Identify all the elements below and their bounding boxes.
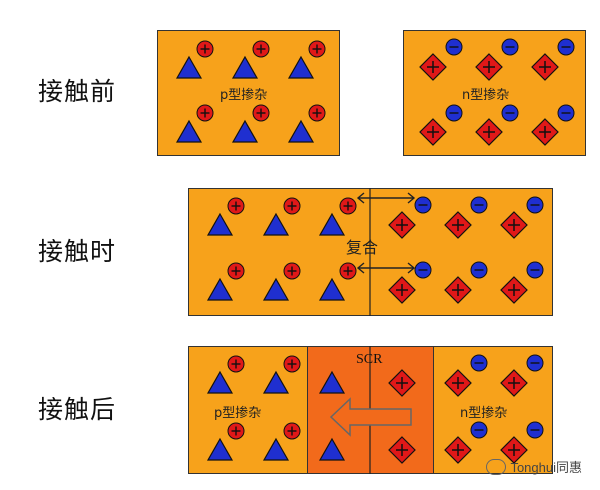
electron — [501, 104, 519, 122]
donor-ion — [444, 436, 472, 464]
electron — [470, 354, 488, 372]
acceptor-ion — [263, 438, 289, 461]
acceptor-ion — [319, 278, 345, 301]
electric-field-arrow — [329, 397, 412, 437]
hole — [283, 262, 301, 280]
acceptor-ion — [263, 278, 289, 301]
hole — [308, 40, 326, 58]
hole — [196, 104, 214, 122]
electron — [414, 261, 432, 279]
acceptor-ion — [207, 371, 233, 394]
electron — [470, 421, 488, 439]
acceptor-ion — [232, 120, 258, 143]
p-contact-carriers — [207, 197, 357, 301]
hole — [283, 197, 301, 215]
donor-ion — [531, 118, 559, 146]
p-doping-label-after: p型掺杂 — [214, 406, 262, 421]
donor-ion — [388, 369, 416, 397]
acceptor-ion — [319, 213, 345, 236]
recombination-arrows — [356, 192, 416, 274]
donor-ion — [388, 211, 416, 239]
hole — [227, 355, 245, 373]
hole — [339, 262, 357, 280]
acceptor-ion — [263, 371, 289, 394]
hole — [308, 104, 326, 122]
electron — [414, 196, 432, 214]
donor-ion — [444, 276, 472, 304]
hole — [252, 104, 270, 122]
acceptor-ion — [319, 438, 345, 461]
row-label-contact: 接触时 — [38, 237, 117, 266]
acceptor-ion — [263, 213, 289, 236]
electron — [470, 196, 488, 214]
donor-ion — [500, 369, 528, 397]
acceptor-ion — [288, 56, 314, 79]
electron — [470, 261, 488, 279]
electron — [526, 421, 544, 439]
row-label-before: 接触前 — [38, 77, 117, 106]
hole — [227, 262, 245, 280]
watermark: Tonghui同惠 — [486, 457, 582, 476]
electron — [557, 104, 575, 122]
p-doping-label-before: p型掺杂 — [220, 88, 268, 103]
donor-ion — [444, 369, 472, 397]
n-doping-label-after: n型掺杂 — [460, 406, 508, 421]
donor-ion — [388, 436, 416, 464]
wechat-icon — [486, 458, 507, 475]
donor-ion — [475, 118, 503, 146]
donor-ion — [419, 53, 447, 81]
hole — [283, 422, 301, 440]
donor-ion — [500, 276, 528, 304]
acceptor-ion — [288, 120, 314, 143]
electron — [526, 354, 544, 372]
donor-ion — [531, 53, 559, 81]
acceptor-ion — [207, 438, 233, 461]
hole — [227, 422, 245, 440]
acceptor-ion — [207, 213, 233, 236]
acceptor-ion — [176, 120, 202, 143]
electron — [526, 261, 544, 279]
electron — [501, 38, 519, 56]
electron — [445, 104, 463, 122]
hole — [339, 197, 357, 215]
acceptor-ion — [319, 371, 345, 394]
donor-ion — [475, 53, 503, 81]
donor-ion — [444, 211, 472, 239]
recombination-label: 复合 — [346, 238, 379, 257]
acceptor-ion — [176, 56, 202, 79]
acceptor-ion — [232, 56, 258, 79]
donor-ion — [388, 276, 416, 304]
hole — [227, 197, 245, 215]
donor-ion — [419, 118, 447, 146]
electron — [557, 38, 575, 56]
donor-ion — [500, 211, 528, 239]
n-contact-carriers — [388, 196, 544, 304]
electron — [445, 38, 463, 56]
hole — [196, 40, 214, 58]
n-doping-label-before: n型掺杂 — [462, 88, 510, 103]
row-label-after: 接触后 — [38, 395, 117, 424]
hole — [283, 355, 301, 373]
watermark-text: Tonghui同惠 — [510, 460, 582, 475]
electron — [526, 196, 544, 214]
hole — [252, 40, 270, 58]
scr-label: SCR — [356, 352, 383, 367]
acceptor-ion — [207, 278, 233, 301]
